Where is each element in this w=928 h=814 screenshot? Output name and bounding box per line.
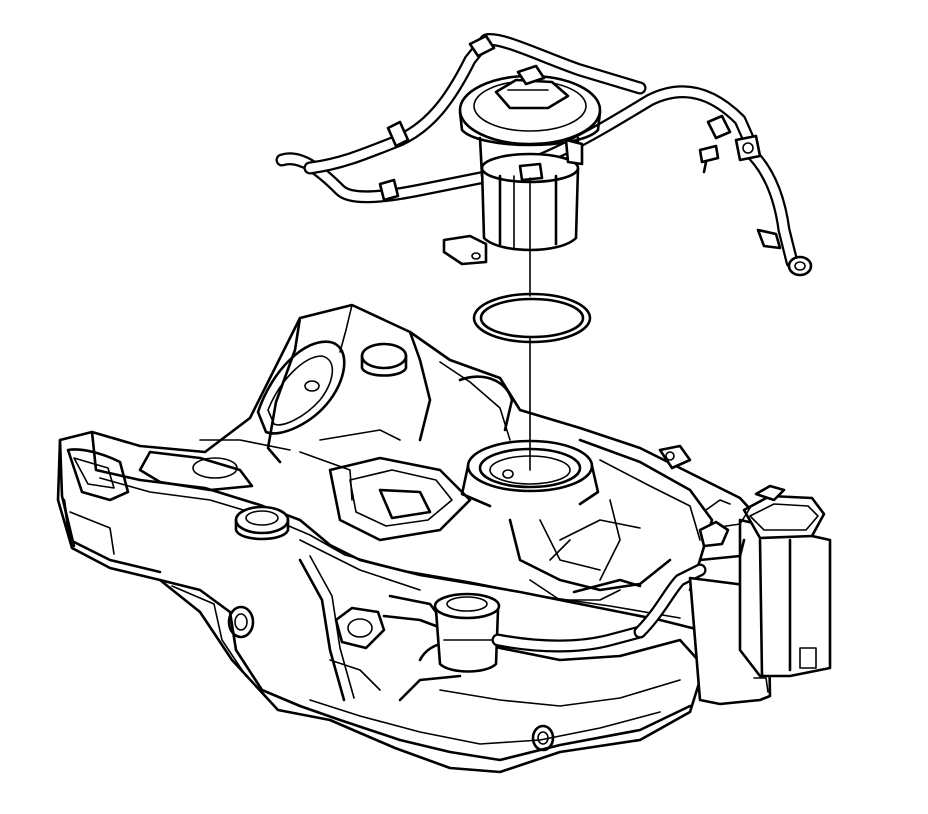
fuel-pump-module (442, 64, 602, 266)
fuel-tank (56, 303, 802, 774)
evap-canister (688, 484, 832, 706)
fuel-sender-seal (472, 292, 592, 344)
